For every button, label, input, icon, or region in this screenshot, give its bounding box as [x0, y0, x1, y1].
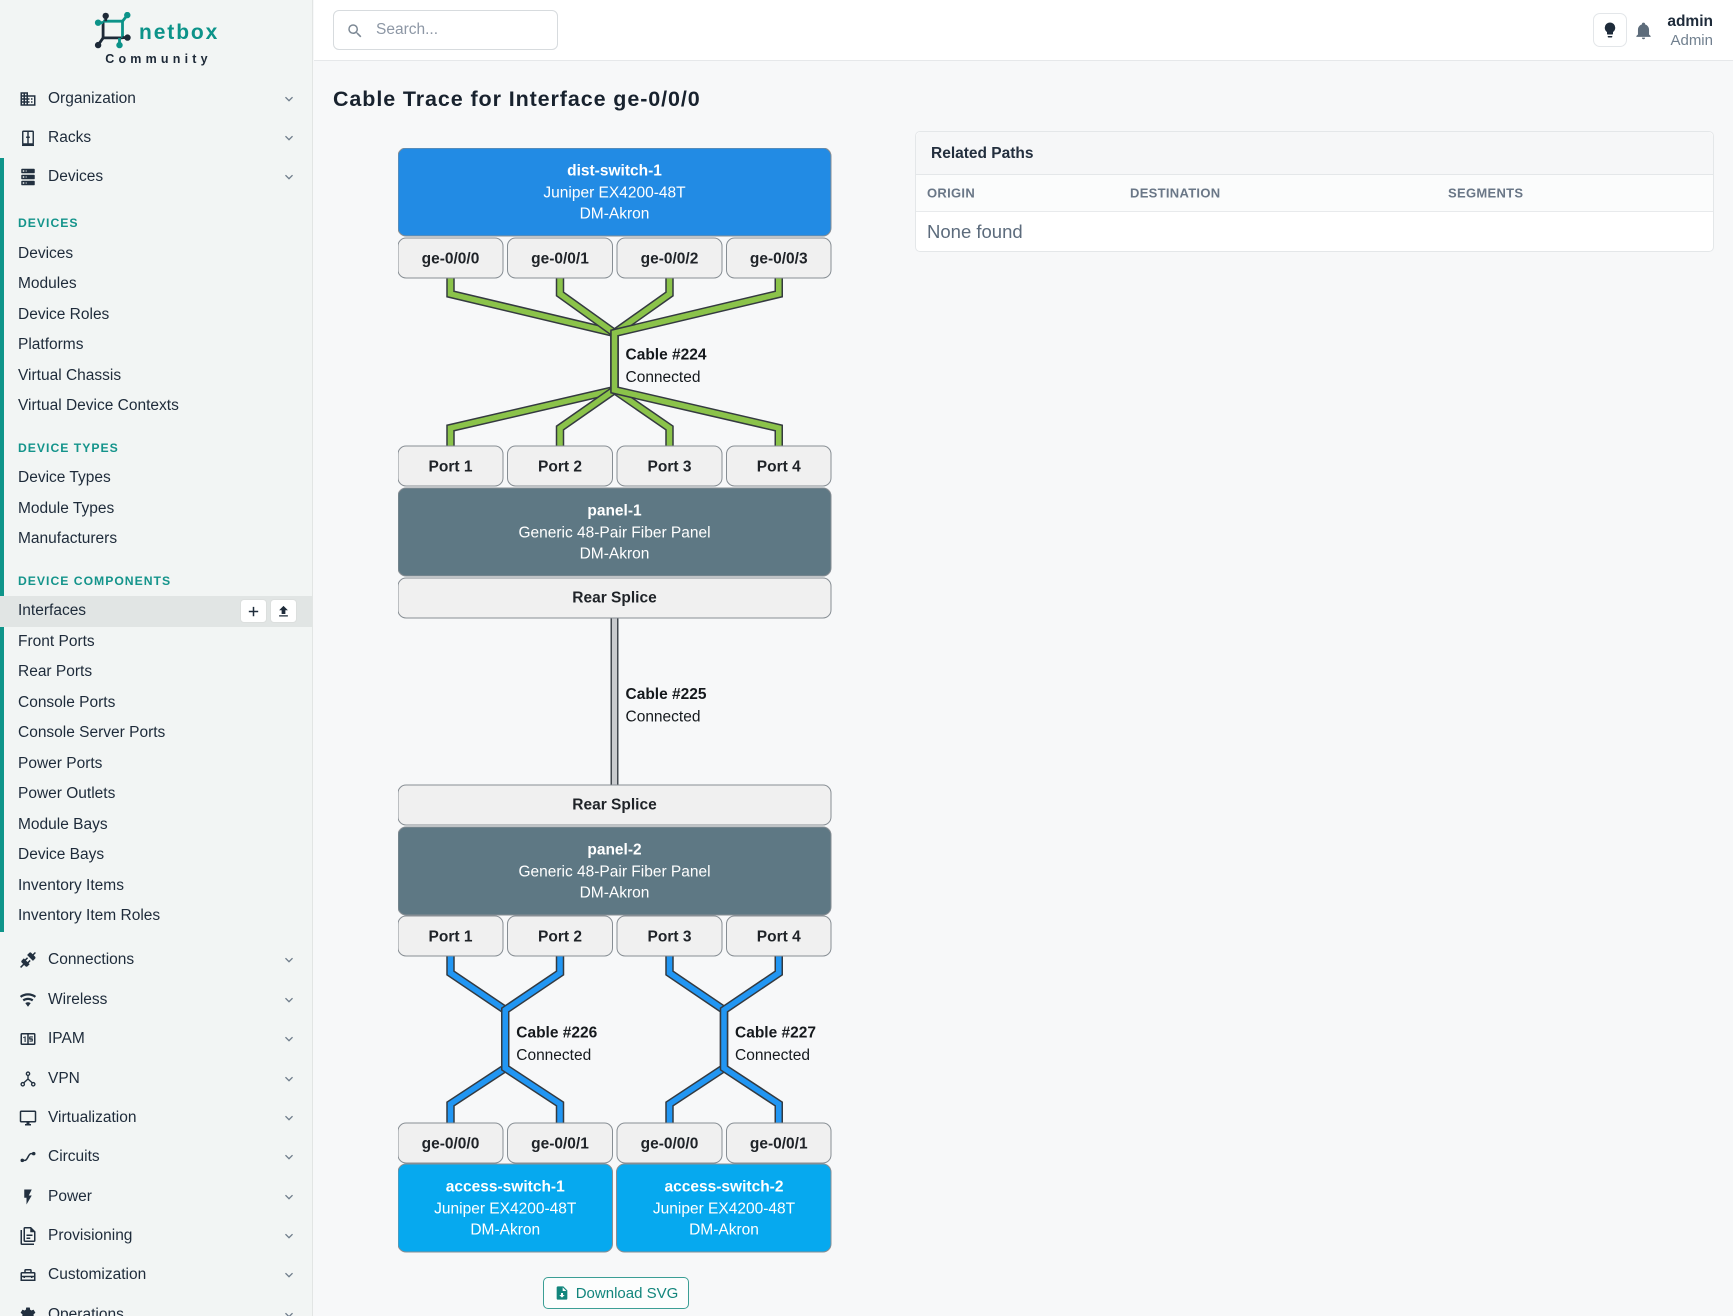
- svg-text:Port 1: Port 1: [429, 459, 473, 476]
- svg-text:Generic 48-Pair Fiber Panel: Generic 48-Pair Fiber Panel: [518, 864, 710, 881]
- svg-text:DM-Akron: DM-Akron: [580, 546, 650, 563]
- svg-text:Port 3: Port 3: [648, 929, 692, 946]
- svg-text:Rear Splice: Rear Splice: [572, 797, 657, 814]
- svg-text:Rear Splice: Rear Splice: [572, 590, 657, 607]
- svg-text:ge-0/0/1: ge-0/0/1: [531, 1136, 589, 1153]
- svg-text:ge-0/0/1: ge-0/0/1: [750, 1136, 808, 1153]
- svg-text:Port 4: Port 4: [757, 929, 801, 946]
- svg-text:Cable #227: Cable #227: [735, 1025, 816, 1042]
- svg-text:dist-switch-1: dist-switch-1: [567, 163, 662, 180]
- svg-text:Port 4: Port 4: [757, 459, 801, 476]
- svg-text:Juniper EX4200-48T: Juniper EX4200-48T: [653, 1201, 796, 1218]
- svg-text:panel-2: panel-2: [587, 842, 641, 859]
- svg-text:ge-0/0/0: ge-0/0/0: [641, 1136, 699, 1153]
- svg-text:access-switch-1: access-switch-1: [446, 1179, 565, 1196]
- svg-text:Connected: Connected: [735, 1047, 810, 1064]
- svg-text:Connected: Connected: [516, 1047, 591, 1064]
- svg-text:ge-0/0/2: ge-0/0/2: [641, 251, 699, 268]
- svg-text:access-switch-2: access-switch-2: [665, 1179, 784, 1196]
- svg-text:ge-0/0/3: ge-0/0/3: [750, 251, 808, 268]
- svg-text:DM-Akron: DM-Akron: [580, 885, 650, 902]
- svg-text:Connected: Connected: [626, 709, 701, 726]
- svg-text:Port 2: Port 2: [538, 929, 582, 946]
- svg-text:ge-0/0/0: ge-0/0/0: [422, 1136, 480, 1153]
- svg-text:Cable #226: Cable #226: [516, 1025, 597, 1042]
- svg-text:Generic 48-Pair Fiber Panel: Generic 48-Pair Fiber Panel: [518, 525, 710, 542]
- svg-text:DM-Akron: DM-Akron: [470, 1222, 540, 1239]
- svg-text:Cable #224: Cable #224: [626, 347, 707, 364]
- svg-text:DM-Akron: DM-Akron: [580, 206, 650, 223]
- svg-text:panel-1: panel-1: [587, 503, 642, 520]
- svg-text:Juniper EX4200-48T: Juniper EX4200-48T: [543, 185, 686, 202]
- svg-text:Juniper EX4200-48T: Juniper EX4200-48T: [434, 1201, 577, 1218]
- svg-text:Cable #225: Cable #225: [626, 686, 707, 703]
- svg-text:Connected: Connected: [626, 369, 701, 386]
- svg-text:Port 3: Port 3: [648, 459, 692, 476]
- svg-text:DM-Akron: DM-Akron: [689, 1222, 759, 1239]
- svg-text:Port 2: Port 2: [538, 459, 582, 476]
- svg-text:ge-0/0/0: ge-0/0/0: [422, 251, 480, 268]
- svg-text:Port 1: Port 1: [429, 929, 473, 946]
- svg-text:ge-0/0/1: ge-0/0/1: [531, 251, 589, 268]
